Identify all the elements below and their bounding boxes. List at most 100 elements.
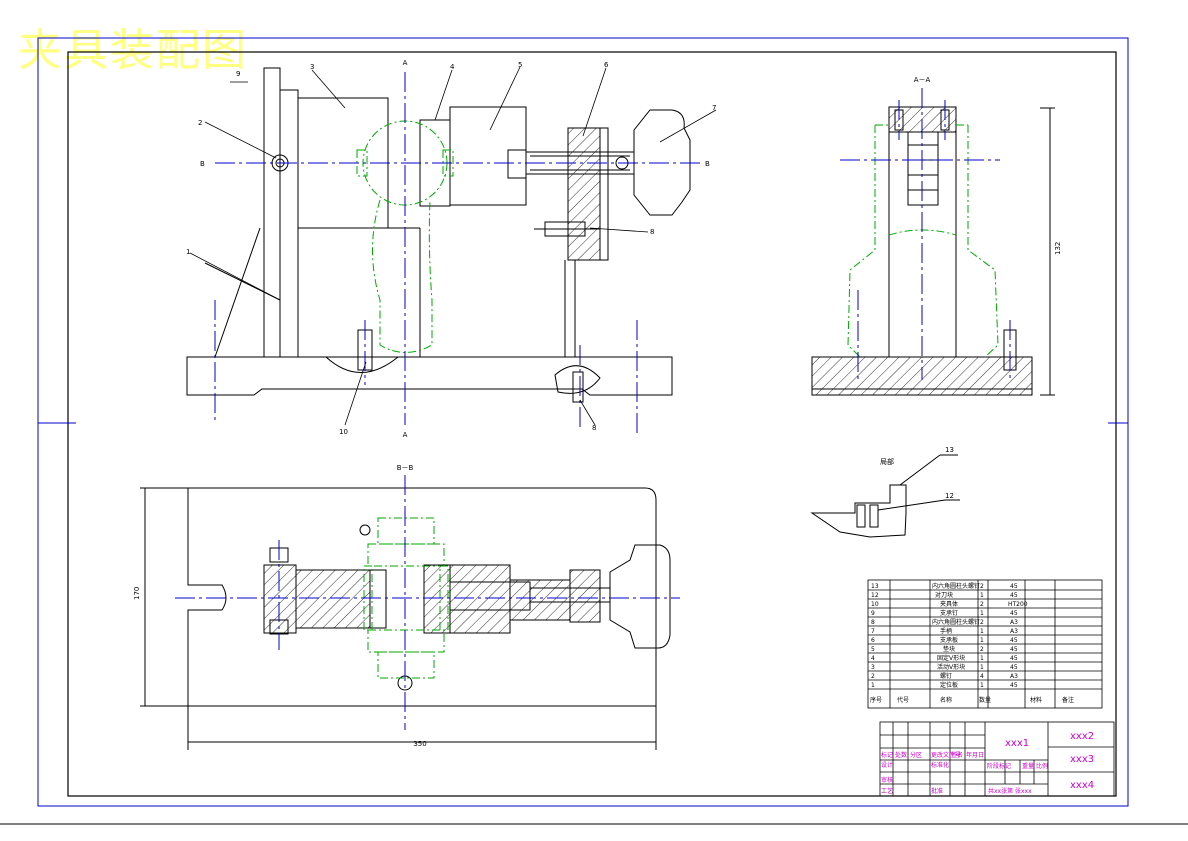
side-view <box>811 106 1055 396</box>
part-qty: 2 <box>980 583 984 590</box>
tb-right-mid: xxx3 <box>1070 754 1094 765</box>
callout-8: 8 <box>650 228 654 236</box>
part-material: A3 <box>1010 619 1018 626</box>
callout-4: 4 <box>450 63 455 71</box>
callout-1: 1 <box>186 248 190 256</box>
header-material: 材料 <box>1030 696 1042 704</box>
outer-border <box>37 37 1129 807</box>
part-material: 45 <box>1010 664 1018 671</box>
callout-8-bolt: 8 <box>592 424 596 432</box>
parts-rows: 13 内六角圆柱头螺钉 2 45 12 对刀块 1 45 10 夹具体 2 HT… <box>870 582 1074 704</box>
part-name: 支承钉 <box>940 609 958 617</box>
part-name: 对刀块 <box>935 591 953 599</box>
callout-6: 6 <box>604 61 609 69</box>
section-mark-a-top: A <box>403 59 408 67</box>
tb-label: 重量 <box>1022 762 1034 770</box>
callout-7: 7 <box>712 104 716 112</box>
part-name: 固定V形块 <box>937 654 965 662</box>
part-material: A3 <box>1010 673 1018 680</box>
tb-sheet: 共xx张第 张xxx <box>988 787 1032 795</box>
cut-mark-b-right: B <box>705 160 710 168</box>
side-section-label: A－A <box>914 76 931 84</box>
front-view <box>186 67 691 403</box>
header-code: 代号 <box>897 696 909 704</box>
inner-border <box>67 51 1117 797</box>
callout-9-top: 9 <box>236 70 240 78</box>
part-no: 9 <box>871 610 875 617</box>
part-material: 45 <box>1010 610 1018 617</box>
section-bb-label: B－B <box>397 464 414 472</box>
part-no: 5 <box>871 646 875 653</box>
section-phantom-workpiece <box>363 517 449 679</box>
detail-callout-13: 13 <box>945 446 954 454</box>
tb-label: 分区 <box>910 751 922 759</box>
callout-5: 5 <box>518 61 522 69</box>
part-material: HT200 <box>1008 601 1028 608</box>
part-qty: 4 <box>980 673 984 680</box>
part-material: 45 <box>1010 646 1018 653</box>
part-qty: 1 <box>980 664 984 671</box>
part-no: 7 <box>871 628 875 635</box>
tb-center: xxx1 <box>1005 738 1029 749</box>
tb-right-bottom: xxx4 <box>1070 780 1094 791</box>
tb-label: 工艺 <box>881 787 893 795</box>
header-remark: 备注 <box>1062 696 1074 704</box>
part-no: 13 <box>871 583 879 590</box>
callout-2: 2 <box>198 119 202 127</box>
part-no: 4 <box>871 655 875 662</box>
tb-label: 标准化 <box>931 761 949 769</box>
tb-label: 更改文件号 <box>931 751 961 759</box>
part-no: 10 <box>871 601 879 608</box>
section-dim-width: 350 <box>413 740 426 748</box>
part-qty: 1 <box>980 655 984 662</box>
tb-label: 比例 <box>1036 762 1048 770</box>
tb-label: 阶段标记 <box>987 762 1011 770</box>
part-no: 3 <box>871 664 875 671</box>
part-material: 45 <box>1010 682 1018 689</box>
tb-label: 批准 <box>931 787 943 795</box>
title-block-labels: 标记 处数 分区 更改文件号 签名 年月日 设计 标准化 审核 工艺 批准 阶段… <box>881 751 1048 795</box>
header-name: 名称 <box>940 696 952 704</box>
part-name: 手柄 <box>940 627 952 635</box>
section-mark-a-bottom: A <box>403 431 408 439</box>
header-no: 序号 <box>870 696 882 704</box>
tb-label: 标记 <box>881 751 893 759</box>
tb-label: 审核 <box>881 776 893 784</box>
parts-list <box>867 579 1103 709</box>
part-material: A3 <box>1010 628 1018 635</box>
part-no: 12 <box>871 592 879 599</box>
drawing-title: 夹具装配图 <box>18 25 248 76</box>
part-name: 夹具体 <box>940 600 958 608</box>
part-qty: 1 <box>980 682 984 689</box>
tb-label: 年月日 <box>966 751 984 759</box>
header-qty: 数量 <box>979 696 991 704</box>
section-dim-height: 170 <box>133 587 141 600</box>
part-no: 2 <box>871 673 875 680</box>
part-name: 螺钉 <box>940 672 952 680</box>
part-qty: 1 <box>980 592 984 599</box>
part-name: 定位板 <box>940 681 958 689</box>
part-qty: 2 <box>980 601 984 608</box>
part-name: 支承板 <box>940 636 958 644</box>
part-material: 45 <box>1010 583 1018 590</box>
part-qty: 2 <box>980 619 984 626</box>
tb-right-top: xxx2 <box>1070 731 1094 742</box>
detail-view <box>810 454 960 538</box>
part-name: 活动V形块 <box>937 663 965 671</box>
section-bb-view <box>140 487 671 750</box>
part-no: 8 <box>871 619 875 626</box>
part-qty: 2 <box>980 646 984 653</box>
detail-label: 局部 <box>880 457 894 466</box>
part-material: 45 <box>1010 637 1018 644</box>
part-no: 1 <box>871 682 875 689</box>
part-qty: 1 <box>980 610 984 617</box>
tb-label: 设计 <box>881 761 893 769</box>
part-qty: 1 <box>980 637 984 644</box>
title-block <box>879 721 1115 797</box>
cut-mark-b-left: B <box>200 160 205 168</box>
callout-10: 10 <box>339 428 348 436</box>
detail-callout-12: 12 <box>945 492 954 500</box>
part-name: 垫块 <box>943 645 955 653</box>
part-material: 45 <box>1010 655 1018 662</box>
